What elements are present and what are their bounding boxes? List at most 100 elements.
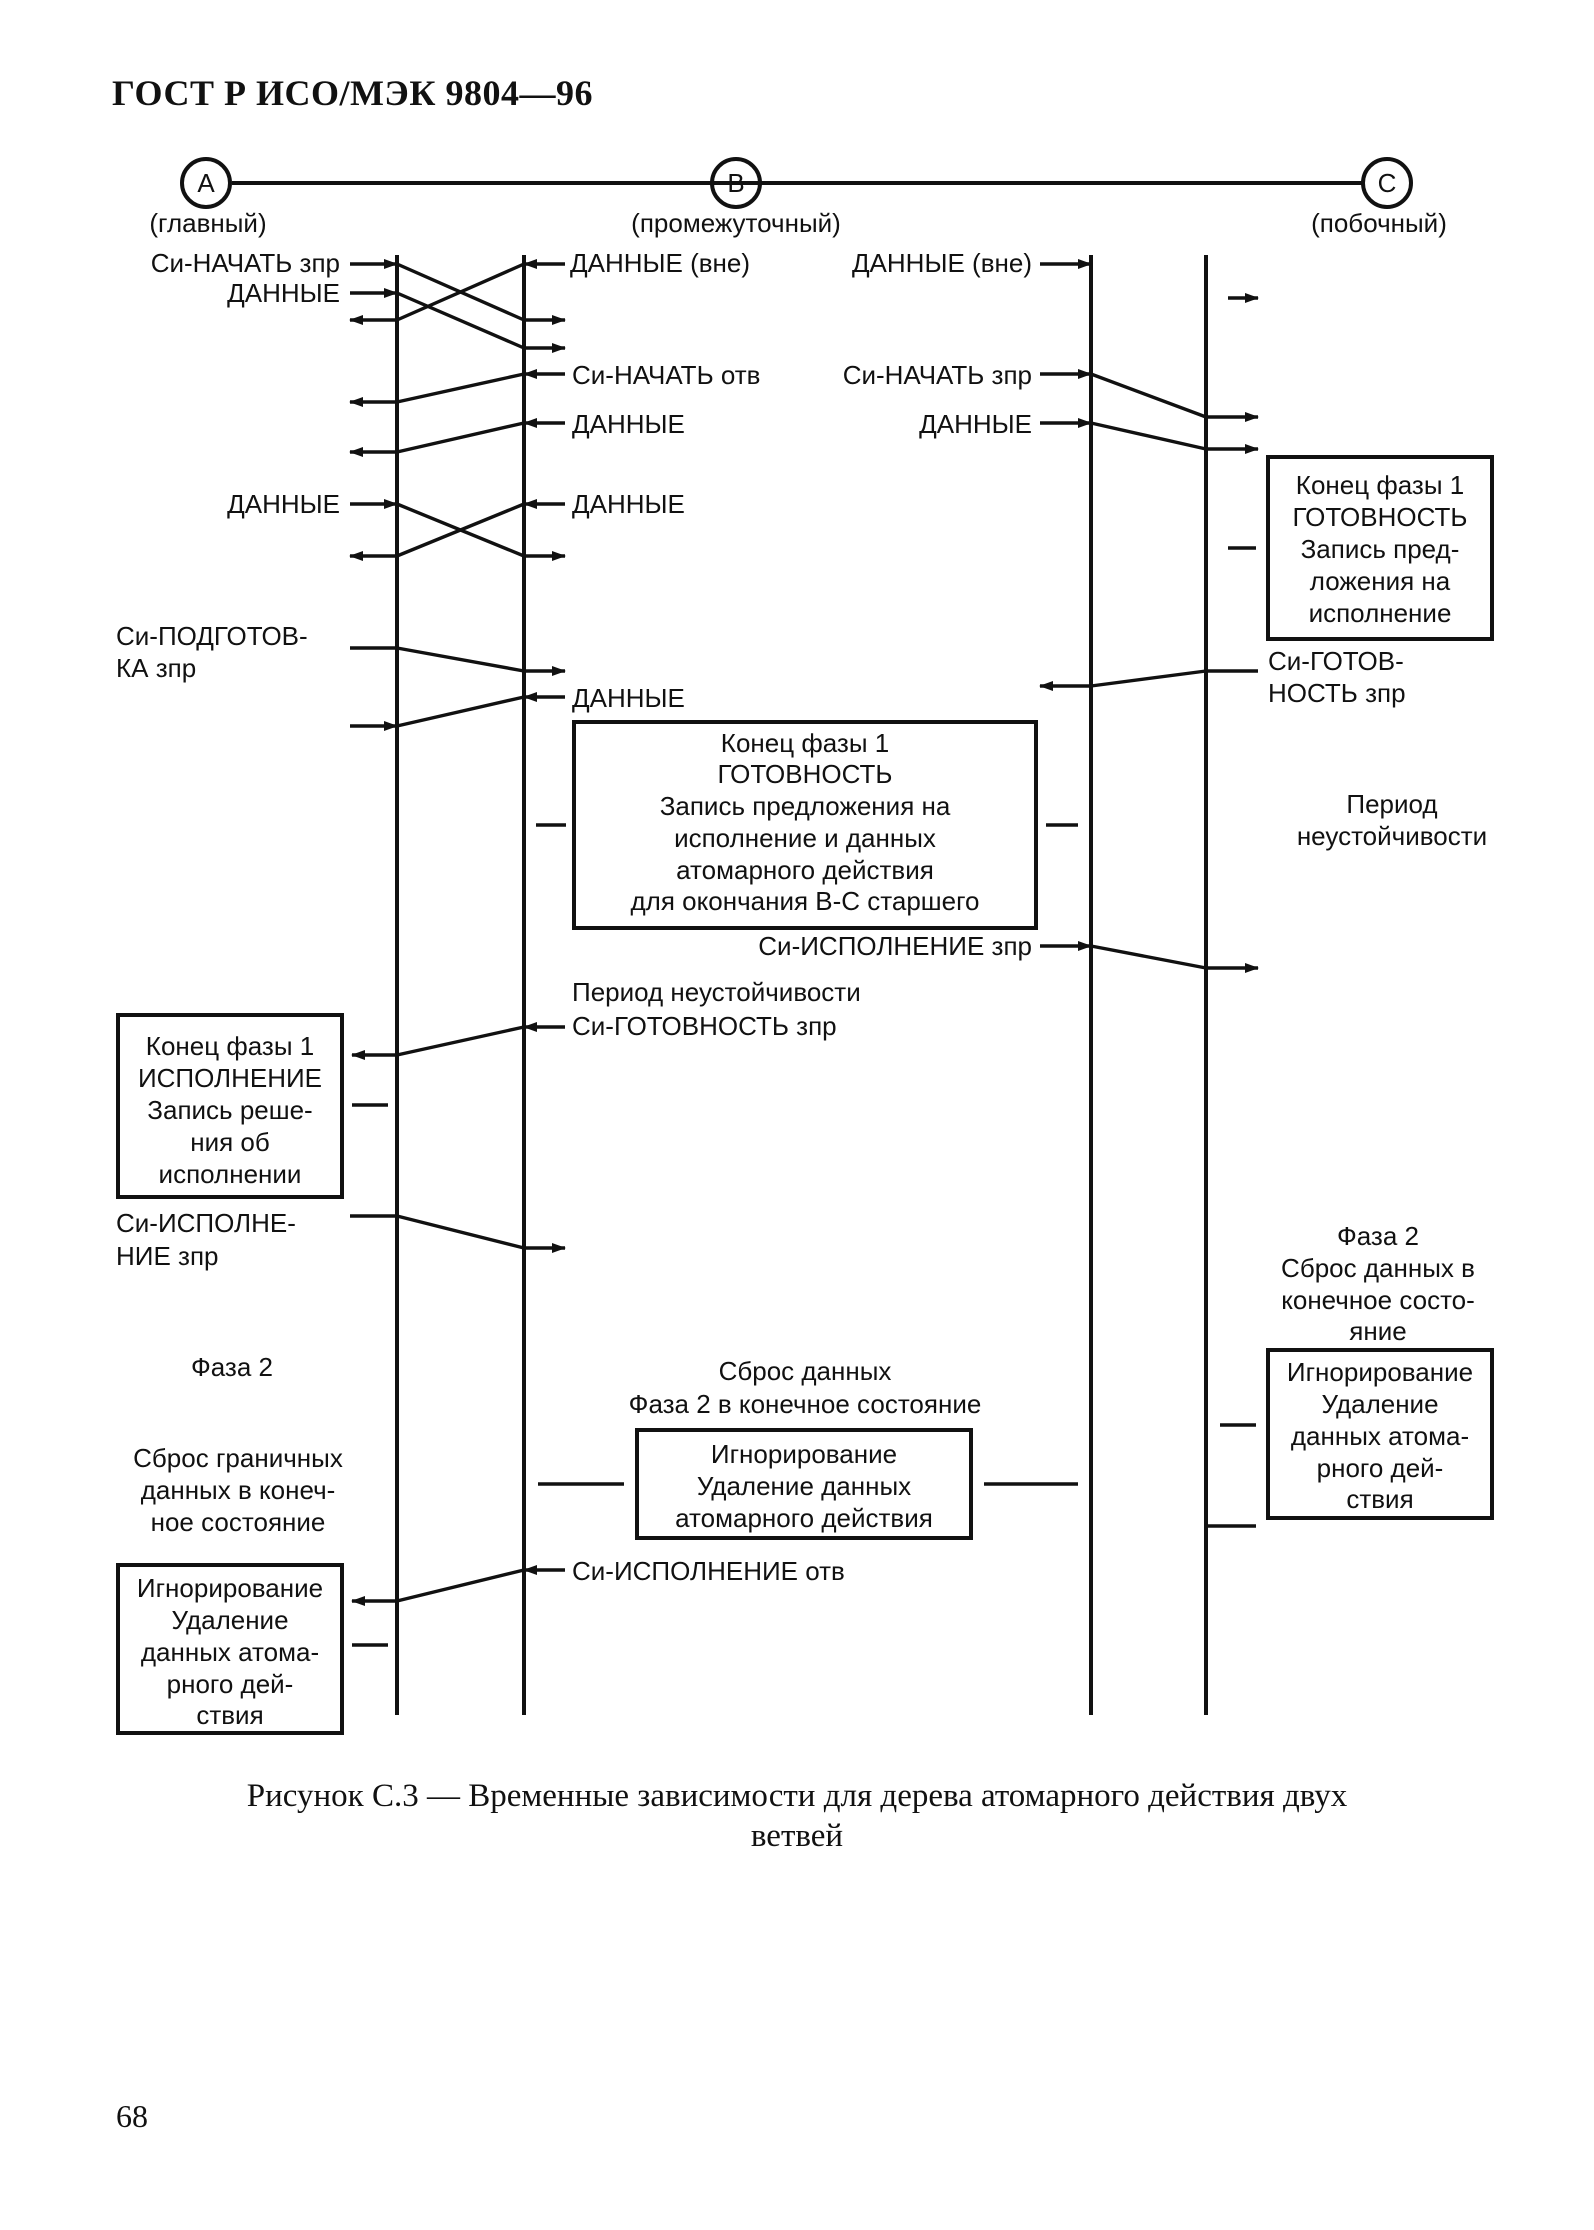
timing-diagram: A (главный) B (промежуточный) C (побочны… xyxy=(116,157,1494,1735)
label-b-commit-resp: Си-ИСПОЛНЕНИЕ отв xyxy=(572,1556,845,1586)
label-a-prepare-2: КА зпр xyxy=(116,653,196,683)
figure-caption: Рисунок С.3 — Временные зависимости для … xyxy=(100,1776,1494,1856)
box-c-phase1-line3: Запись пред- xyxy=(1301,534,1460,564)
box-b-phase1-line1: Конец фазы 1 xyxy=(721,728,889,758)
figure-caption-line2: ветвей xyxy=(750,1818,844,1854)
label-c-ready-1: Си-ГОТОВ- xyxy=(1268,646,1404,676)
label-a-reset-3: ное состояние xyxy=(151,1507,326,1537)
box-b-phase1-line4: исполнение и данных xyxy=(674,823,936,853)
label-a-commit-2: НИЕ зпр xyxy=(116,1241,219,1271)
label-a-reset-2: данных в конеч- xyxy=(141,1475,336,1505)
label-b-begin-resp: Си-НАЧАТЬ отв xyxy=(572,360,760,390)
box-b-phase2-line1: Игнорирование xyxy=(711,1439,897,1469)
arrow-begin-req xyxy=(1090,372,1207,419)
node-a-role: (главный) xyxy=(149,208,266,238)
node-a: A (главный) xyxy=(149,157,267,238)
node-c: C (побочный) xyxy=(1311,157,1447,238)
label-b-data-out-left: ДАННЫЕ (вне) xyxy=(570,248,750,278)
box-b-phase2-line3: атомарного действия xyxy=(675,1503,933,1533)
box-c-phase1-line5: исполнение xyxy=(1309,598,1452,628)
label-b-begin-req: Си-НАЧАТЬ зпр xyxy=(843,360,1032,390)
arrow-prepare xyxy=(396,646,525,673)
arrow-data2 xyxy=(396,421,525,454)
box-a-phase1-line4: ния об xyxy=(190,1127,270,1157)
box-c-phase1 xyxy=(1266,455,1494,641)
box-a-phase2 xyxy=(116,1563,344,1735)
label-a-phase2: Фаза 2 xyxy=(191,1352,273,1382)
box-b-phase1 xyxy=(572,720,1038,930)
box-a-phase1 xyxy=(116,1013,344,1199)
arrow-ready-c xyxy=(1090,669,1207,688)
node-b: B (промежуточный) xyxy=(631,157,841,238)
standard-header: ГОСТ Р ИСО/МЭК 9804—96 xyxy=(112,73,593,113)
label-b-data2-right: ДАННЫЕ xyxy=(919,409,1032,439)
box-b-phase1-line3: Запись предложения на xyxy=(660,791,951,821)
box-a-phase2-line3: данных атома- xyxy=(141,1637,319,1667)
box-b-phase2-line2: Удаление данных xyxy=(697,1471,911,1501)
box-a-phase2-line2: Удаление xyxy=(171,1605,288,1635)
arrow-commit-a xyxy=(396,1214,525,1250)
node-c-role: (побочный) xyxy=(1311,208,1447,238)
box-b-phase2-text: Игнорирование Удаление данных атомарного… xyxy=(675,1439,933,1533)
box-c-phase1-line2: ГОТОВНОСТЬ xyxy=(1293,502,1468,532)
arrow-begin-resp xyxy=(396,372,525,404)
box-c-phase2-line2: Удаление xyxy=(1321,1389,1438,1419)
box-a-phase2-line5: ствия xyxy=(196,1700,263,1730)
crossing-messages-3 xyxy=(349,499,566,561)
label-b-data3: ДАННЫЕ xyxy=(572,489,685,519)
arrow-ready-b xyxy=(396,1025,525,1057)
label-c-ready-2: НОСТЬ зпр xyxy=(1268,678,1406,708)
a-reset-text: Сброс граничных данных в конеч- ное сост… xyxy=(133,1443,343,1537)
label-c-phase2-2: Сброс данных в xyxy=(1281,1253,1475,1283)
box-b-phase1-line5: атомарного действия xyxy=(676,855,934,885)
label-a-prepare-1: Си-ПОДГОТОВ- xyxy=(116,621,308,651)
label-c-period-2: неустойчивости xyxy=(1297,821,1487,851)
node-a-letter: A xyxy=(197,168,215,198)
label-b-reset-1: Сброс данных xyxy=(719,1356,892,1386)
box-c-phase1-line1: Конец фазы 1 xyxy=(1296,470,1464,500)
node-b-letter: B xyxy=(727,168,744,198)
box-c-phase2-line4: рного дей- xyxy=(1317,1453,1444,1483)
box-a-phase2-line4: рного дей- xyxy=(167,1669,294,1699)
box-c-phase2-text: Игнорирование Удаление данных атома- рно… xyxy=(1287,1357,1473,1514)
arrow-data2c xyxy=(1090,421,1207,451)
box-a-phase2-line1: Игнорирование xyxy=(137,1573,323,1603)
crossing-messages-1 xyxy=(349,259,566,353)
box-a-phase1-text: Конец фазы 1 ИСПОЛНЕНИЕ Запись реше- ния… xyxy=(138,1031,322,1189)
arrow-commit-req xyxy=(1090,944,1207,970)
label-b-ready-req: Си-ГОТОВНОСТЬ зпр xyxy=(572,1011,837,1041)
page-number: 68 xyxy=(116,2098,148,2134)
box-c-phase2-line5: ствия xyxy=(1346,1484,1413,1514)
label-a-data1: ДАННЫЕ xyxy=(227,278,340,308)
box-a-phase1-line1: Конец фазы 1 xyxy=(146,1031,314,1061)
label-c-phase2-1: Фаза 2 xyxy=(1337,1221,1419,1251)
arrow-commit-resp xyxy=(396,1568,525,1603)
node-c-letter: C xyxy=(1378,168,1397,198)
label-b-data-out-right: ДАННЫЕ (вне) xyxy=(852,248,1032,278)
label-b-data2-left: ДАННЫЕ xyxy=(572,409,685,439)
label-c-period-1: Период xyxy=(1346,789,1437,819)
box-a-phase1-line3: Запись реше- xyxy=(147,1095,312,1125)
figure-caption-line1: Рисунок С.3 — Временные зависимости для … xyxy=(246,1778,1348,1814)
arrow-data4 xyxy=(396,695,525,728)
label-b-period: Период неустойчивости xyxy=(572,977,861,1007)
box-a-phase1-line5: исполнении xyxy=(159,1159,302,1189)
label-c-phase2-4: яние xyxy=(1349,1316,1406,1346)
box-c-phase2-line3: данных атома- xyxy=(1291,1421,1469,1451)
box-b-phase1-text: Конец фазы 1 ГОТОВНОСТЬ Запись предложен… xyxy=(630,728,979,916)
box-c-phase2-line1: Игнорирование xyxy=(1287,1357,1473,1387)
label-a-data3: ДАННЫЕ xyxy=(227,489,340,519)
label-b-reset-2: Фаза 2 в конечное состояние xyxy=(629,1389,982,1419)
box-b-phase1-line6: для окончания В-С старшего xyxy=(630,886,979,916)
box-c-phase1-line4: ложения на xyxy=(1310,566,1451,596)
label-b-commit-req: Си-ИСПОЛНЕНИЕ зпр xyxy=(758,931,1032,961)
box-a-phase1-line2: ИСПОЛНЕНИЕ xyxy=(138,1063,322,1093)
box-b-phase2 xyxy=(635,1428,973,1540)
c-phase2-text: Фаза 2 Сброс данных в конечное состо- ян… xyxy=(1281,1221,1475,1346)
label-a-commit-1: Си-ИСПОЛНЕ- xyxy=(116,1208,296,1238)
label-a-begin: Си-НАЧАТЬ зпр xyxy=(151,248,340,278)
label-a-reset-1: Сброс граничных xyxy=(133,1443,343,1473)
node-b-role: (промежуточный) xyxy=(631,208,841,238)
box-c-phase2 xyxy=(1266,1348,1494,1520)
